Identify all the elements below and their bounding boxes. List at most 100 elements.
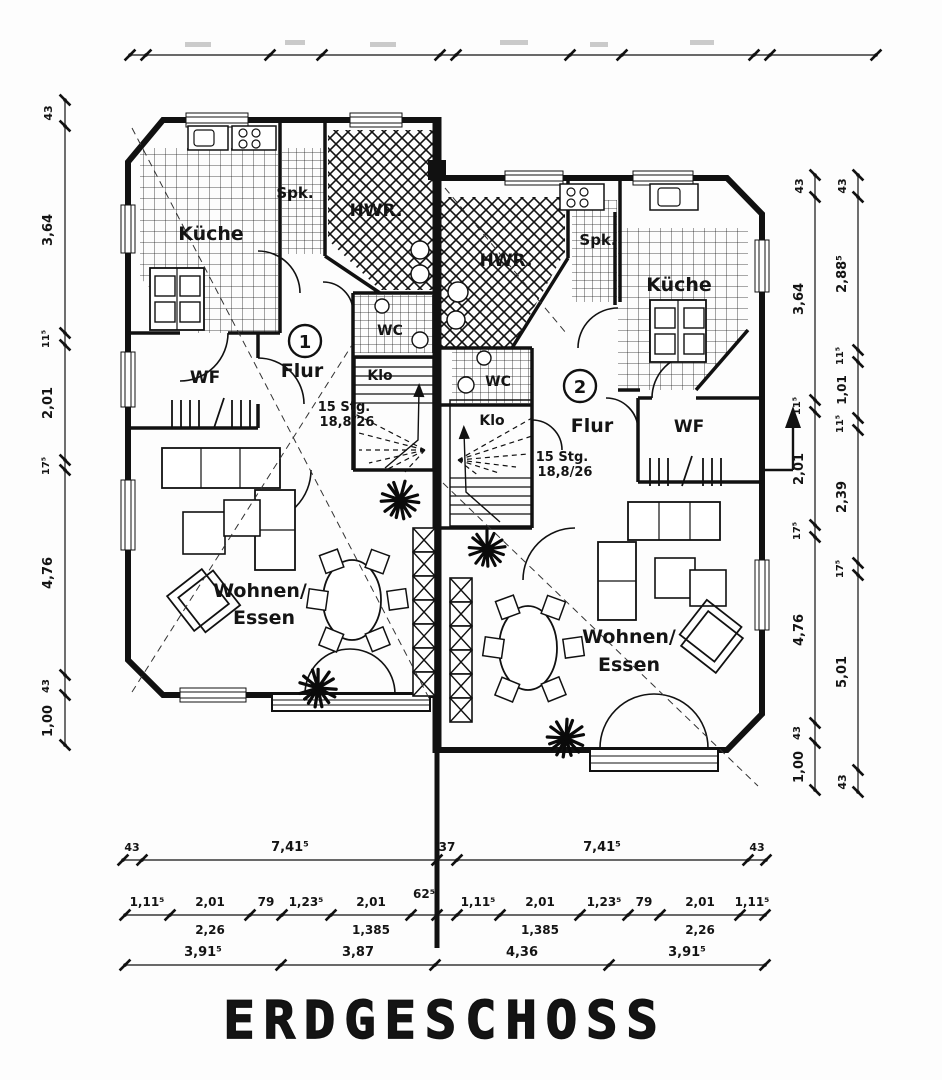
dimension-labels: 43 3,64 11⁵ 2,01 17⁵ 4,76 43 1,00 43 3,6… [41, 105, 850, 960]
dim-left-6: 43 [41, 679, 52, 693]
dim-bl-4: 2,01 [356, 895, 386, 909]
dim-rin-1: 3,64 [792, 283, 807, 315]
window [349, 112, 403, 128]
sink-icon [446, 310, 466, 330]
unit2-circle [562, 368, 598, 404]
radiator-marks-unit1 [171, 397, 251, 429]
unit-markers: 1 2 [287, 323, 598, 404]
terrace-unit1 [271, 693, 431, 712]
dining-set-unit1 [305, 548, 410, 653]
dim-sub-0: 2,26 [195, 923, 225, 937]
label-spk-unit1: Spk. [276, 184, 313, 202]
plant-icon [537, 709, 595, 767]
dim-rout-1: 2,88⁵ [835, 255, 850, 293]
dim-left-5: 4,76 [41, 557, 56, 589]
drawing-title: ERDGESCHOSS [223, 991, 666, 1051]
dim-total-0: 43 [124, 841, 139, 854]
couch-unit1 [254, 489, 296, 571]
faint-smudges [185, 40, 714, 47]
dim-rin-5: 4,76 [792, 614, 807, 646]
wall-hwr-wc-unit1 [323, 120, 433, 359]
door-wc-unit2 [531, 419, 563, 451]
dim-total-2: 37 [439, 840, 456, 854]
label-essen-unit2: Essen [598, 654, 660, 676]
dim-rin-4: 17⁵ [792, 522, 803, 540]
label-wohnen-unit2: Wohnen/ [582, 626, 676, 648]
window [179, 687, 247, 703]
wall-hwr-wc-unit2 [441, 178, 570, 407]
plant-icon [463, 525, 511, 573]
label-wc-unit2: WC [485, 374, 511, 390]
kitchen-table-unit1 [149, 267, 205, 331]
label-flur-unit1: Flur [281, 360, 324, 382]
dim-bl-2: 79 [258, 895, 275, 909]
dim-br-3: 79 [636, 895, 653, 909]
staircase-unit1 [354, 357, 434, 473]
windows [120, 112, 770, 703]
label-essen-unit1: Essen [233, 607, 295, 629]
label-wf-unit2: WF [674, 417, 704, 437]
label-stairs1-unit2: 15 Stg. [536, 450, 588, 465]
door-kueche-unit1 [257, 250, 301, 294]
lounge-chair-unit1 [165, 567, 242, 634]
staircase-unit2 [449, 399, 533, 527]
kitchen-table-unit2 [649, 299, 707, 363]
label-spk-unit2: Spk. [579, 231, 616, 249]
dim-left-1: 3,64 [41, 214, 56, 246]
window [185, 112, 249, 128]
kitchen-counter-unit2 [559, 183, 699, 211]
window [120, 479, 136, 551]
dim-br-0: 1,11⁵ [461, 895, 496, 909]
wc-toilet-icon [457, 376, 475, 394]
label-klo-unit1: Klo [367, 368, 393, 384]
dim-total-4: 43 [749, 841, 764, 854]
dim-room-3: 3,91⁵ [668, 945, 706, 960]
window [754, 239, 770, 293]
armchair-unit1 [182, 511, 226, 555]
wc-basin-icon [476, 350, 492, 366]
window [504, 170, 564, 186]
dim-rout-2: 11⁵ [835, 347, 846, 365]
room-spk-unit2-floor [572, 200, 617, 302]
chimney-block [428, 160, 446, 180]
shelf-unit2 [449, 577, 473, 723]
dim-br-5: 1,11⁵ [735, 895, 770, 909]
couch-unit2 [597, 541, 637, 621]
entrance-arrow-icon [762, 406, 801, 472]
label-stairs2-unit2: 18,8/26 [538, 465, 593, 480]
washer-icon [447, 281, 469, 303]
window [632, 170, 694, 186]
room-hwr-unit2-floor [441, 197, 565, 347]
dim-room-1: 3,87 [342, 945, 374, 960]
door-wohnen-unit2 [522, 527, 576, 581]
door-wc-unit1 [322, 281, 354, 313]
room-wc-unit2-floor [452, 348, 532, 403]
dim-room-2: 4,36 [506, 945, 538, 960]
dim-br-4: 2,01 [685, 895, 715, 909]
door-wf-unit1 [179, 332, 229, 382]
unit1-circle [287, 323, 323, 359]
dim-total-1: 7,41⁵ [271, 840, 309, 855]
dim-rout-0: 43 [836, 178, 849, 193]
unit2-number: 2 [574, 377, 587, 398]
dim-rin-2: 11⁵ [792, 397, 803, 415]
label-hwr-unit2: HWR. [480, 251, 533, 271]
door-kueche-unit2 [577, 307, 619, 349]
dim-rout-4: 11⁵ [835, 415, 846, 433]
furniture [149, 125, 745, 723]
sink-icon [410, 264, 430, 284]
label-klo-unit2: Klo [479, 413, 505, 429]
dim-rin-7: 1,00 [792, 751, 807, 783]
armchair-unit2 [654, 557, 696, 599]
window [754, 559, 770, 631]
room-hwr-unit1-floor [328, 130, 433, 290]
unit1-number: 1 [299, 332, 312, 353]
dim-rout-7: 5,01 [835, 656, 850, 688]
dim-left-2: 11⁵ [41, 330, 52, 348]
dim-sub-2: 1,385 [521, 923, 559, 937]
dim-left-0: 43 [42, 105, 55, 120]
dim-total-3: 7,41⁵ [583, 840, 621, 855]
window [120, 351, 136, 408]
label-stairs1-unit1: 15 Stg. [318, 400, 370, 415]
